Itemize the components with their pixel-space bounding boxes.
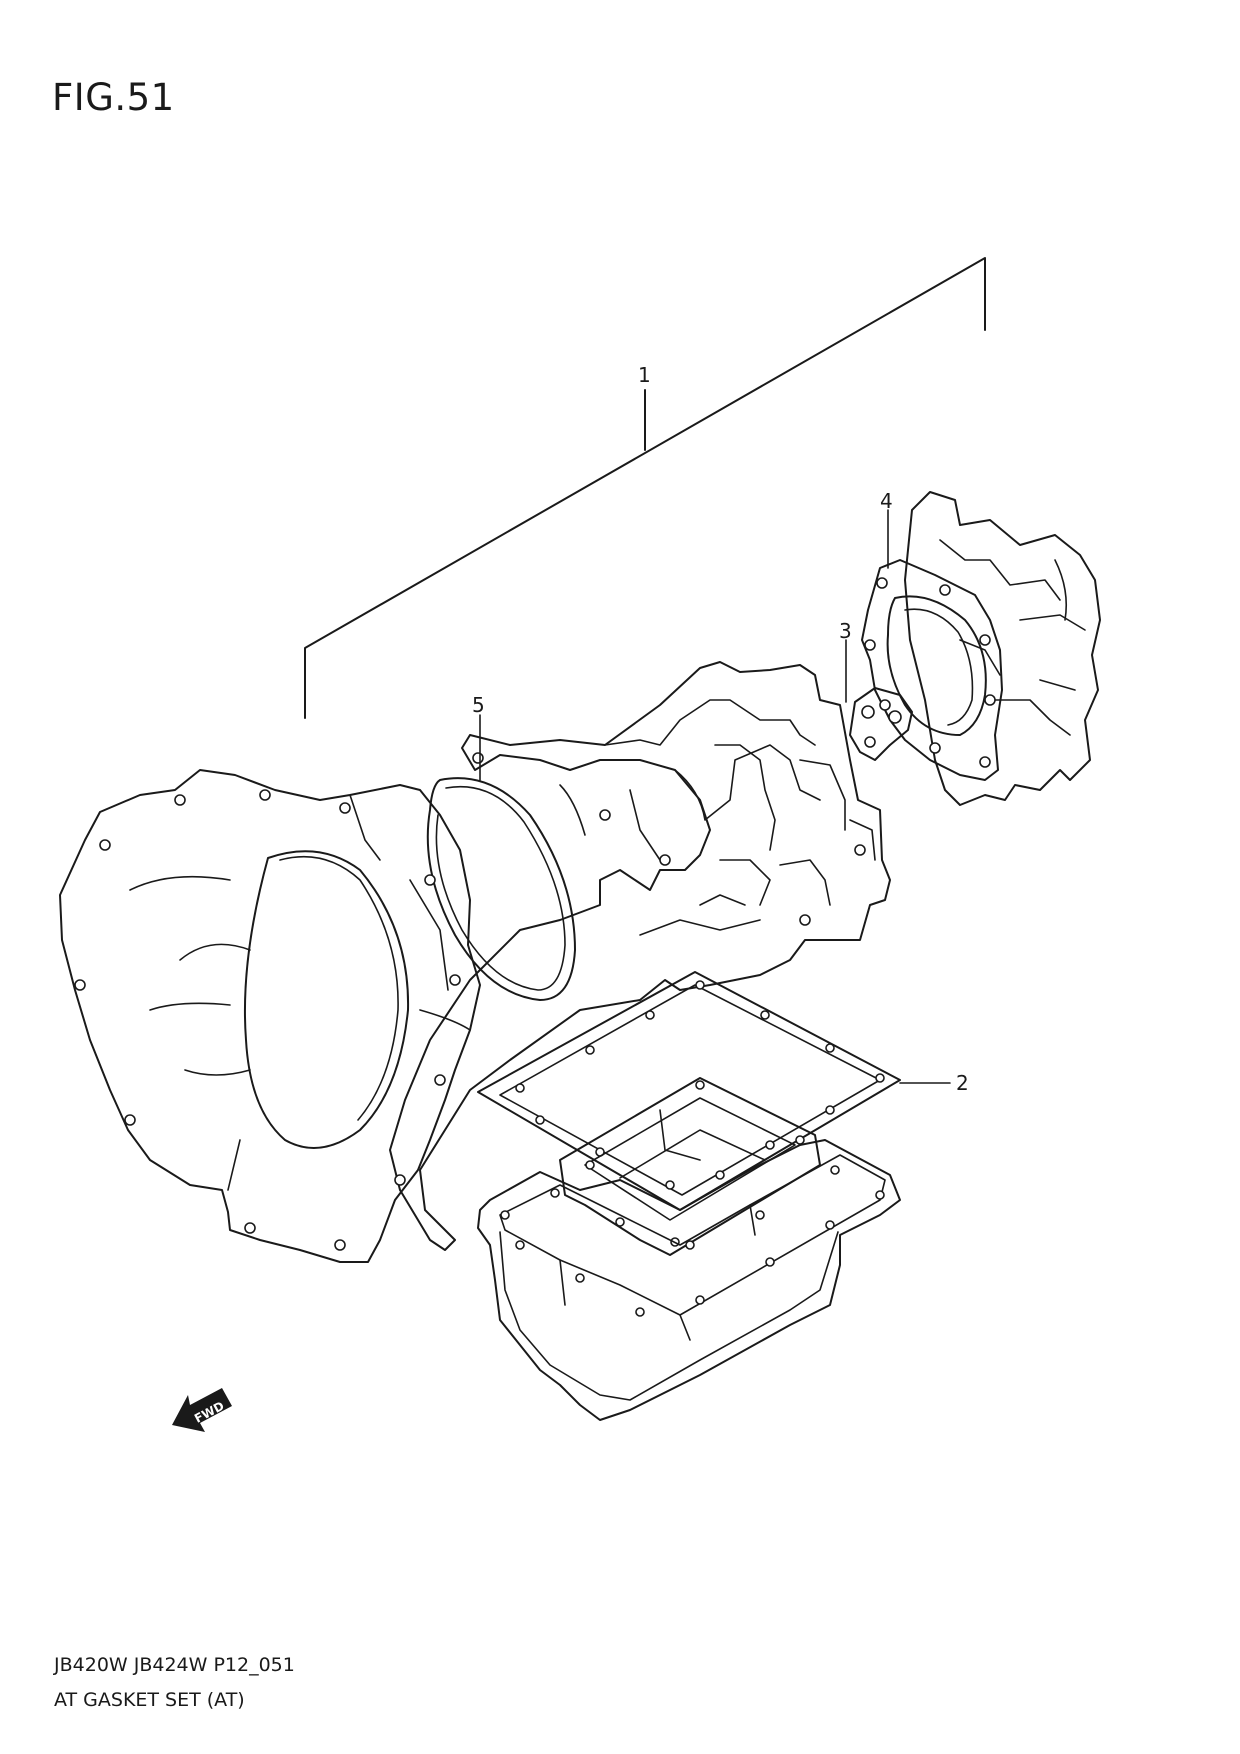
extension-housing (904, 491, 1101, 806)
oil-pan (477, 1139, 901, 1421)
callout-2[interactable]: 2 (956, 1071, 969, 1095)
callout-1[interactable]: 1 (638, 363, 651, 387)
callout-1-leader (304, 257, 986, 719)
figure-title: FIG.51 (52, 76, 175, 119)
part-4-extension-gasket (861, 559, 1003, 781)
part-5-seal-ring (426, 777, 576, 1001)
part-3-plate-gasket (849, 687, 913, 761)
part-2-oil-pan-gasket (477, 971, 901, 1211)
drawing-name: AT GASKET SET (AT) (54, 1689, 245, 1711)
callout-3[interactable]: 3 (839, 619, 852, 643)
drawing-code: JB420W JB424W P12_051 (54, 1654, 295, 1676)
transmission-case (389, 661, 891, 1251)
converter-housing (59, 769, 481, 1263)
valve-body (559, 1077, 821, 1256)
callout-5[interactable]: 5 (472, 693, 485, 717)
forward-direction-arrow: FWD (172, 1388, 232, 1432)
callout-4[interactable]: 4 (880, 489, 893, 513)
